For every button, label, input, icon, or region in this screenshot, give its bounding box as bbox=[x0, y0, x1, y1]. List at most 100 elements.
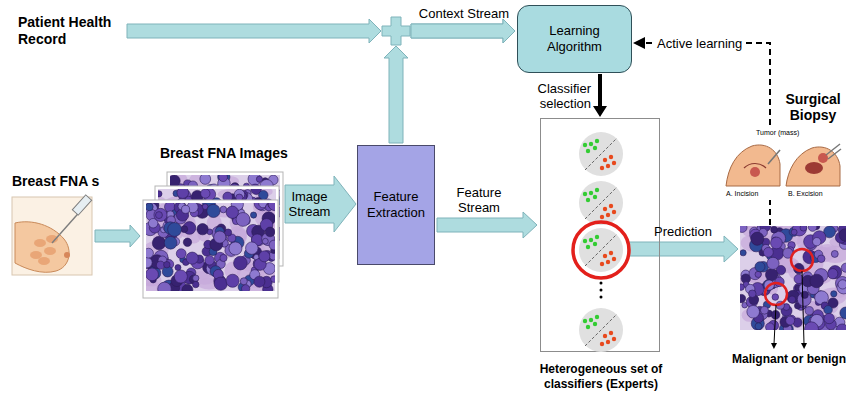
cell-nucleus bbox=[186, 252, 198, 264]
benign-dot bbox=[583, 143, 587, 147]
ellipsis-dot bbox=[600, 289, 603, 292]
benign-dot bbox=[595, 315, 599, 319]
lobule bbox=[38, 257, 50, 265]
process-box: Learning Algorithm bbox=[517, 5, 632, 73]
figure-note: Tumor (mass) bbox=[756, 129, 799, 137]
tumor bbox=[750, 167, 760, 177]
malignant-dot bbox=[606, 213, 610, 217]
cell-nucleus bbox=[831, 291, 837, 297]
decision-boundary bbox=[585, 234, 617, 266]
cell-nucleus bbox=[193, 275, 199, 281]
scalpel bbox=[768, 150, 780, 164]
cell-nucleus bbox=[226, 274, 239, 287]
edge-label: Feature Stream bbox=[451, 185, 507, 215]
malignant-dot bbox=[603, 254, 607, 258]
lobule bbox=[44, 247, 56, 255]
decision-boundary bbox=[585, 314, 617, 346]
cell-nucleus bbox=[771, 237, 783, 249]
stream-arrow bbox=[127, 19, 515, 43]
cell-nucleus bbox=[175, 265, 181, 271]
highlight-ring bbox=[765, 283, 787, 305]
cell-nucleus bbox=[791, 229, 797, 235]
benign-dot bbox=[586, 198, 590, 202]
syringe bbox=[72, 195, 91, 215]
cell-nucleus bbox=[828, 269, 838, 279]
figure-note: A. Incision bbox=[726, 190, 758, 198]
cell-nucleus bbox=[824, 313, 834, 323]
cell-nucleus bbox=[146, 203, 153, 211]
malignant-dot bbox=[600, 166, 604, 170]
cell-nucleus bbox=[241, 285, 249, 291]
malignant-dot bbox=[606, 260, 610, 264]
cell-nucleus bbox=[146, 268, 158, 281]
highlight-ring bbox=[791, 249, 813, 271]
decision-boundary bbox=[585, 138, 617, 170]
lobule bbox=[30, 251, 42, 259]
cell-nucleus bbox=[207, 204, 220, 217]
malignant-dot bbox=[600, 215, 604, 219]
leader-head bbox=[801, 343, 807, 349]
body-part bbox=[786, 147, 840, 186]
image-ground bbox=[146, 203, 275, 291]
cell-nucleus bbox=[740, 294, 746, 302]
arrow-body bbox=[384, 46, 408, 143]
classifier-icon bbox=[573, 222, 629, 278]
arrow-body bbox=[127, 19, 381, 43]
cell-nucleus bbox=[817, 255, 825, 263]
cell-nucleus bbox=[836, 324, 846, 330]
arrow-body bbox=[411, 19, 515, 43]
cell-nucleus bbox=[158, 282, 172, 291]
malignant-dot bbox=[609, 204, 613, 208]
illustration bbox=[143, 170, 283, 298]
malignant-dot bbox=[606, 164, 610, 168]
figure-caption: Surgical Biopsy bbox=[782, 91, 844, 123]
fna-image bbox=[138, 197, 282, 298]
cell-nucleus bbox=[788, 296, 795, 303]
decision-boundary bbox=[585, 187, 617, 219]
classifier-disc bbox=[579, 228, 623, 272]
benign-dot bbox=[595, 139, 599, 143]
cell-nucleus bbox=[168, 223, 182, 237]
cell-nucleus bbox=[197, 224, 208, 235]
benign-dot bbox=[583, 192, 587, 196]
ellipsis-dot bbox=[600, 296, 603, 299]
benign-dot bbox=[595, 188, 599, 192]
cell-nucleus bbox=[772, 294, 779, 301]
malignant-dot bbox=[600, 342, 604, 346]
forceps bbox=[828, 149, 841, 159]
cell-nucleus bbox=[214, 277, 227, 290]
arrow-body bbox=[95, 225, 140, 247]
forceps bbox=[826, 144, 840, 155]
benign-dot bbox=[583, 319, 587, 323]
benign-dot bbox=[589, 318, 593, 322]
cell-nucleus bbox=[751, 232, 764, 245]
cell-nucleus bbox=[182, 284, 193, 291]
lobule bbox=[34, 239, 46, 247]
arrow-body bbox=[411, 19, 515, 43]
cell-nucleus bbox=[201, 189, 210, 198]
excision-cavity bbox=[805, 162, 823, 174]
cell-nucleus bbox=[269, 240, 275, 250]
benign-dot bbox=[583, 239, 587, 243]
cell-nucleus bbox=[755, 271, 761, 277]
malignant-dot bbox=[612, 257, 616, 261]
arrow-body bbox=[437, 212, 537, 238]
cell-nucleus bbox=[271, 276, 275, 283]
benign-dot bbox=[586, 149, 590, 153]
fna-image bbox=[150, 184, 281, 282]
cell-nucleus bbox=[771, 226, 778, 233]
malignant-dot bbox=[603, 334, 607, 338]
cell-nucleus bbox=[786, 316, 795, 325]
benign-dot bbox=[586, 325, 590, 329]
cell-nucleus bbox=[254, 276, 265, 287]
illustration bbox=[12, 197, 92, 275]
classifier-icon bbox=[579, 132, 623, 176]
cell-nucleus bbox=[813, 238, 821, 246]
stream-arrow bbox=[437, 212, 537, 238]
cell-nucleus bbox=[831, 250, 838, 257]
cell-nucleus bbox=[755, 323, 762, 330]
cell-nucleus bbox=[219, 175, 228, 182]
benign-dot bbox=[593, 242, 597, 246]
cell-nucleus bbox=[269, 203, 275, 211]
body-part bbox=[726, 145, 780, 186]
